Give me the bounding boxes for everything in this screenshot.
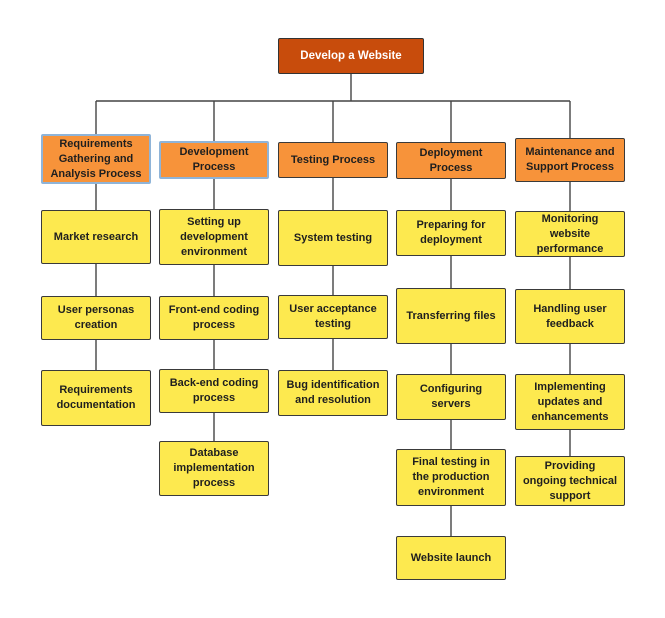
task-user-personas[interactable]: User personas creation: [41, 296, 151, 340]
phase-testing[interactable]: Testing Process: [278, 142, 388, 178]
task-label: Transferring files: [406, 309, 496, 322]
task-support[interactable]: Providing ongoing technical support: [515, 456, 625, 506]
task-label: Configuring servers: [419, 383, 483, 410]
task-backend[interactable]: Back-end coding process: [159, 369, 269, 413]
task-label: User personas creation: [57, 304, 135, 331]
task-label: User acceptance testing: [289, 303, 377, 330]
task-transferring[interactable]: Transferring files: [396, 288, 506, 344]
task-label: Database implementation process: [173, 447, 255, 489]
task-setup-env[interactable]: Setting up development environment: [159, 209, 269, 265]
task-label: Requirements documentation: [56, 384, 136, 411]
task-label: Market research: [53, 230, 139, 243]
task-system-testing[interactable]: System testing: [278, 210, 388, 266]
task-preparing[interactable]: Preparing for deployment: [396, 210, 506, 256]
task-configuring[interactable]: Configuring servers: [396, 374, 506, 420]
root-label: Develop a Website: [300, 49, 402, 62]
task-uat[interactable]: User acceptance testing: [278, 295, 388, 339]
task-label: Implementing updates and enhancements: [531, 380, 609, 423]
task-label: Setting up development environment: [180, 215, 248, 258]
root-node[interactable]: Develop a Website: [278, 38, 424, 74]
task-requirements-doc[interactable]: Requirements documentation: [41, 370, 151, 426]
phase-label: Maintenance and Support Process: [525, 146, 615, 173]
task-monitoring[interactable]: Monitoring website performance: [515, 211, 625, 257]
task-website-launch[interactable]: Website launch: [396, 536, 506, 580]
phase-label: Deployment Process: [419, 146, 483, 174]
task-market-research[interactable]: Market research: [41, 210, 151, 264]
phase-label: Development Process: [179, 146, 249, 173]
phase-requirements[interactable]: Requirements Gathering and Analysis Proc…: [41, 134, 151, 184]
task-label: Front-end coding process: [168, 304, 260, 331]
task-label: Bug identification and resolution: [286, 379, 380, 406]
task-database[interactable]: Database implementation process: [159, 441, 269, 496]
task-frontend[interactable]: Front-end coding process: [159, 296, 269, 340]
phase-label: Testing Process: [290, 153, 376, 166]
task-bug-fix[interactable]: Bug identification and resolution: [278, 370, 388, 416]
task-label: Back-end coding process: [169, 377, 259, 404]
task-label: Website launch: [410, 551, 492, 564]
task-label: Preparing for deployment: [416, 219, 486, 246]
task-label: Handling user feedback: [533, 302, 607, 330]
phase-development[interactable]: Development Process: [159, 141, 269, 179]
task-final-testing[interactable]: Final testing in the production environm…: [396, 449, 506, 506]
task-feedback[interactable]: Handling user feedback: [515, 289, 625, 344]
task-label: Final testing in the production environm…: [412, 456, 490, 498]
task-label: Monitoring website performance: [536, 212, 604, 255]
task-updates[interactable]: Implementing updates and enhancements: [515, 374, 625, 430]
phase-deployment[interactable]: Deployment Process: [396, 142, 506, 179]
task-label: System testing: [293, 231, 373, 244]
phase-label: Requirements Gathering and Analysis Proc…: [50, 137, 142, 180]
phase-maintenance[interactable]: Maintenance and Support Process: [515, 138, 625, 182]
task-label: Providing ongoing technical support: [522, 459, 618, 502]
